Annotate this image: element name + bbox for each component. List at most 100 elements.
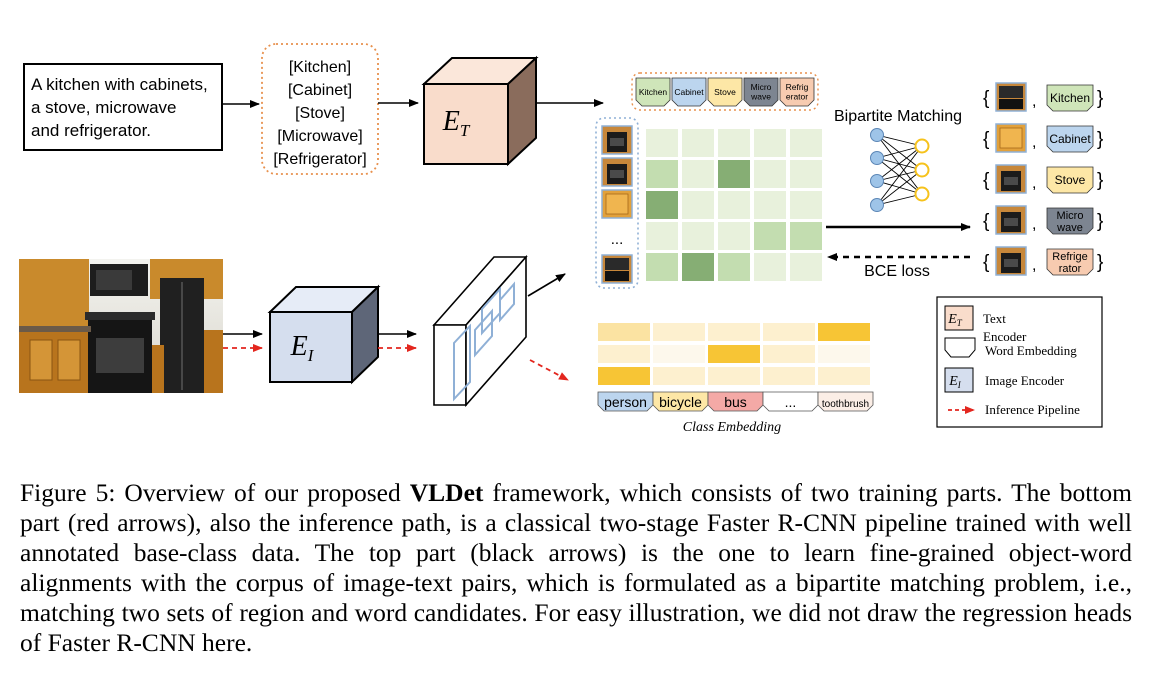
matrix-cell <box>754 160 786 188</box>
feature-map-with-regions <box>432 254 528 408</box>
matched-pair: {,Refrigerator} <box>983 246 1103 276</box>
matched-word-tag <box>1046 166 1094 194</box>
word-node <box>914 162 930 178</box>
pair-comma: , <box>1032 257 1036 274</box>
legend-word-embedding-swatch <box>944 337 976 358</box>
word-tag: Stove <box>707 77 743 107</box>
brace-open: { <box>983 170 990 191</box>
matched-word-tag <box>1046 125 1094 153</box>
word-tag-shape <box>707 77 743 107</box>
word-tag-label: wave <box>750 92 771 102</box>
matched-pair: {,Stove} <box>983 164 1103 194</box>
matrix-cell <box>646 253 678 281</box>
matrix-cell <box>646 222 678 250</box>
bipartite-edge <box>876 134 923 171</box>
matrix-cell <box>646 160 678 188</box>
word-tag-label: Cabinet <box>674 87 704 97</box>
word-node <box>914 138 930 154</box>
legend-image-encoder-swatch <box>944 367 974 393</box>
matrix-cell <box>790 129 822 157</box>
pair-comma: , <box>1032 93 1036 110</box>
class-label-shape <box>817 391 874 412</box>
matched-region-thumbnail <box>995 246 1027 276</box>
brace-close: } <box>1097 129 1103 150</box>
matrix-cell <box>646 191 678 219</box>
matrix-cell <box>754 253 786 281</box>
region-thumbnail <box>601 157 633 187</box>
image-encoder-symbol: EI <box>290 331 315 365</box>
class-label-text: person <box>604 394 647 410</box>
input-text-line: a stove, microwave <box>31 98 177 117</box>
brace-open: { <box>983 88 990 109</box>
matrix-cell <box>682 160 714 188</box>
legend-text-encoder-swatch <box>944 305 974 331</box>
class-label: bicycle <box>652 391 709 412</box>
legend-inference-label: Inference Pipeline <box>985 402 1080 417</box>
class-embedding-cell <box>818 367 870 385</box>
word-tag-shape <box>635 77 671 107</box>
caption-fig-label: Figure 5: Overview of our proposed <box>20 478 401 507</box>
word-tag-label: Micro <box>751 82 772 92</box>
matched-word-label: Cabinet <box>1049 132 1091 146</box>
brace-close: } <box>1097 170 1103 191</box>
class-embedding-cell <box>708 367 760 385</box>
class-embedding-cell <box>708 345 760 363</box>
bipartite-graph <box>870 128 930 212</box>
bipartite-edge <box>876 169 923 206</box>
matrix-cell <box>790 253 822 281</box>
word-tag-label: Kitchen <box>639 87 668 97</box>
legend-word-embedding-label: Word Embedding <box>985 343 1077 358</box>
matrix-cell <box>754 129 786 157</box>
legend-image-encoder-label: Image Encoder <box>985 373 1065 388</box>
matched-pair: {,Kitchen} <box>983 82 1103 112</box>
figure-caption: Figure 5: Overview of our proposed VLDet… <box>20 478 1132 658</box>
word-tag: Kitchen <box>635 77 671 107</box>
class-label-text: bicycle <box>659 394 702 410</box>
matrix-cell <box>682 129 714 157</box>
word-candidate-list: [Kitchen] [Cabinet] [Stove] [Microwave] … <box>261 43 379 175</box>
matrix-cell <box>718 253 750 281</box>
pair-comma: , <box>1032 216 1036 233</box>
matched-word-label: Micro <box>1057 210 1084 222</box>
text-encoder-symbol: ET <box>442 106 471 140</box>
matched-pair: {,Microwave} <box>983 205 1103 235</box>
word-candidate: [Kitchen] <box>289 59 351 76</box>
matched-word-tag <box>1046 84 1094 112</box>
class-label: bus <box>707 391 764 412</box>
matrix-cell <box>682 253 714 281</box>
class-embedding-cell <box>598 345 650 363</box>
arrow-feature-to-class-red <box>529 359 569 381</box>
word-tag: Microwave <box>743 77 779 107</box>
class-label: toothbrush <box>817 391 874 412</box>
matched-word-label: Refrige <box>1052 251 1087 263</box>
brace-close: } <box>1097 211 1103 232</box>
word-tag-shape <box>743 77 779 107</box>
matched-word-tag <box>1046 248 1094 276</box>
matrix-cell <box>682 191 714 219</box>
text-encoder-cube: ET <box>421 55 539 167</box>
bipartite-matching-label: Bipartite Matching <box>834 108 962 125</box>
kitchen-photo <box>19 259 223 393</box>
class-embedding-cell <box>818 323 870 341</box>
matrix-cell <box>718 222 750 250</box>
word-tag-label: Stove <box>714 87 736 97</box>
class-embedding-cell <box>598 367 650 385</box>
matrix-cell <box>790 222 822 250</box>
bipartite-edge <box>876 193 923 206</box>
class-embedding-cell <box>818 345 870 363</box>
region-proposals-column: ... <box>595 117 639 289</box>
matrix-cell <box>682 222 714 250</box>
brace-open: { <box>983 252 990 273</box>
region-node <box>870 174 884 188</box>
word-candidate: [Cabinet] <box>288 82 352 99</box>
matrix-cell <box>718 191 750 219</box>
input-text-line: A kitchen with cabinets, <box>31 75 208 94</box>
bipartite-edge <box>876 145 923 159</box>
matched-word-label: Stove <box>1055 173 1086 187</box>
class-embedding-label: Class Embedding <box>683 420 781 435</box>
class-embedding-grid <box>598 323 870 385</box>
class-label-text: toothbrush <box>822 399 869 410</box>
